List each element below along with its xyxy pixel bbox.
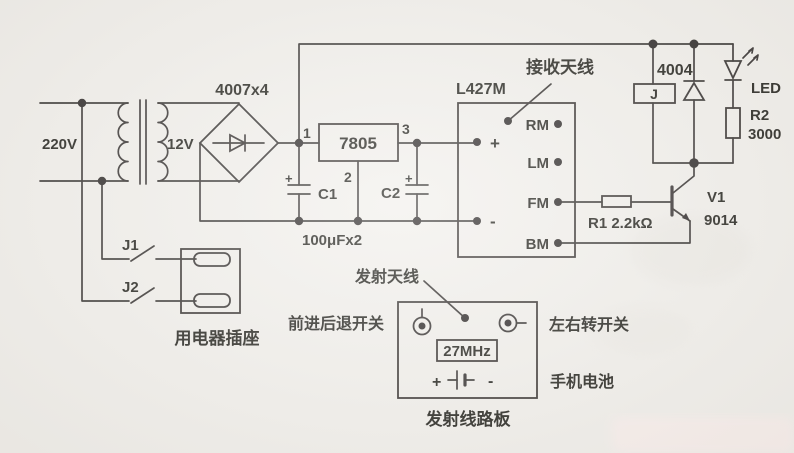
transmit-antenna-dot (461, 314, 469, 322)
labels: 220V 12V 4007x4 1 3 2 + C1 + C2 100μFx2 … (42, 57, 781, 429)
driver-transistor-v1 (670, 185, 691, 222)
transmit-antenna-pointer (423, 280, 466, 319)
diode-4004-label: 4004 (657, 62, 693, 79)
pin2-label: 2 (344, 169, 352, 185)
secondary-coil (157, 102, 169, 182)
crystal-frequency: 27MHz (443, 343, 491, 360)
watermark-blur (612, 417, 794, 453)
led-light-arrow (742, 47, 754, 59)
bridge-label: 4007x4 (215, 82, 268, 99)
receive-antenna-label: 接收天线 (526, 57, 594, 77)
c1-label: C1 (318, 186, 337, 203)
forward-switch-label: 前进后退开关 (288, 314, 384, 333)
pin-plus-label: + (490, 134, 500, 153)
voltage-regulator-7805: 7805 (318, 123, 399, 162)
secondary-voltage-label: 12V (167, 136, 194, 153)
resistor-r2 (725, 107, 741, 139)
r2-label: R2 (750, 107, 769, 124)
caps-value-label: 100μFx2 (302, 232, 362, 249)
turn-switch-knob (498, 313, 527, 333)
pin-fm-label: FM (527, 195, 549, 212)
j1-label: J1 (122, 237, 139, 254)
pin-lm-label: LM (527, 155, 549, 172)
pin-minus-label: - (490, 212, 496, 231)
relay: J (633, 83, 676, 104)
mains-transformer (117, 99, 169, 185)
junction-dots (77, 39, 699, 226)
socket-label: 用电器插座 (175, 328, 260, 348)
v1-model-label: 9014 (704, 212, 738, 229)
relay-coil-label: J (650, 86, 658, 102)
flyback-diode-4004 (682, 80, 706, 101)
c2-plus-label: + (405, 171, 413, 186)
module-label: L427M (456, 81, 506, 98)
receiver-module-l427m: + - RM LM FM BM (457, 83, 576, 258)
mains-voltage-label: 220V (42, 136, 77, 153)
emitter-arrow (682, 213, 690, 221)
filter-capacitor-c2 (405, 184, 429, 195)
battery-symbol: + - (432, 370, 493, 391)
switch-j1 (130, 245, 197, 262)
transmit-antenna-label: 发射天线 (354, 267, 419, 286)
v1-label: V1 (707, 189, 725, 206)
j2-label: J2 (122, 279, 139, 296)
pin3-label: 3 (402, 121, 410, 137)
battery-plus: + (432, 374, 441, 391)
wires (39, 43, 734, 302)
receive-antenna-pointer (507, 83, 552, 122)
forward-switch-knob (412, 308, 432, 336)
transmitter-board: 27MHz + - (397, 280, 538, 399)
led-indicator (723, 47, 759, 81)
bridge-rectifier (198, 102, 280, 184)
scan-smudges (590, 215, 794, 453)
turn-switch-label: 左右转开关 (548, 315, 629, 334)
r1-label: R1 2.2kΩ (588, 215, 653, 232)
resistor-r1 (601, 195, 632, 208)
crystal-box (436, 339, 498, 362)
pin-bm-label: BM (526, 236, 549, 253)
led-label: LED (751, 80, 781, 97)
pin-rm-label: RM (526, 117, 549, 134)
c1-plus-label: + (285, 171, 293, 186)
diode-symbol (229, 133, 247, 153)
battery-label: 手机电池 (550, 372, 614, 391)
r2-value-label: 3000 (748, 126, 781, 143)
pin1-label: 1 (303, 125, 311, 141)
appliance-socket (180, 248, 241, 314)
filter-capacitor-c1 (287, 184, 311, 195)
led-light-arrow (747, 54, 759, 66)
battery-minus: - (488, 373, 493, 390)
board-label: 发射线路板 (425, 409, 512, 429)
regulator-label: 7805 (339, 134, 377, 153)
diode-symbol (682, 81, 706, 101)
c2-label: C2 (381, 185, 400, 202)
receive-antenna-dot (504, 117, 512, 125)
led-symbol (723, 60, 743, 81)
switch-j2 (130, 287, 197, 304)
primary-coil (117, 102, 129, 182)
